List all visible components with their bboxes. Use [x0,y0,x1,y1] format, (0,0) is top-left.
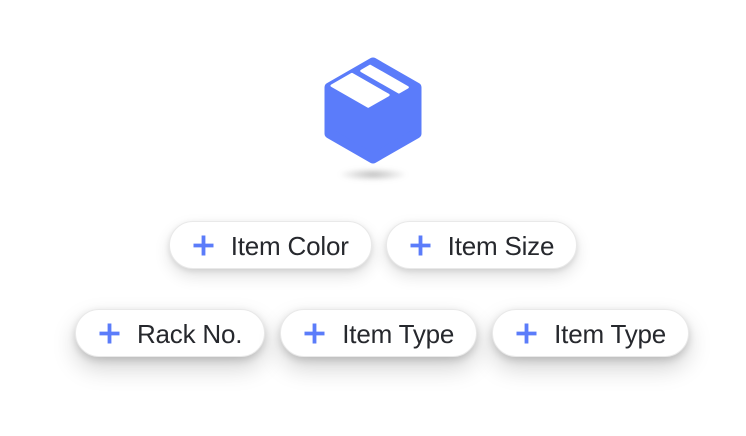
tag-label: Item Size [447,230,555,261]
add-item-type-button[interactable]: Item Type [280,309,478,357]
package-box-icon-svg [324,57,422,164]
tag-label: Item Type [342,318,455,349]
tag-label: Item Color [230,230,349,261]
add-item-size-button[interactable]: Item Size [385,221,578,269]
package-box-icon [324,57,422,164]
tag-label: Rack No. [136,318,243,349]
package-box-slot-thin [360,64,409,94]
add-item-type-button-2[interactable]: Item Type [492,309,690,357]
plus-icon [98,322,121,345]
plus-icon [192,234,215,257]
package-box-slot-wide [330,72,390,108]
tag-row-top: Item Color Item Size [168,221,578,269]
add-rack-no-button[interactable]: Rack No. [74,309,266,357]
plus-icon [409,234,432,257]
plus-icon [515,322,538,345]
package-box-shadow [338,168,408,181]
add-item-color-button[interactable]: Item Color [168,221,372,269]
tag-label: Item Type [554,318,667,349]
plus-icon [303,322,326,345]
tag-row-bottom: Rack No. Item Type Item Type [74,309,690,357]
